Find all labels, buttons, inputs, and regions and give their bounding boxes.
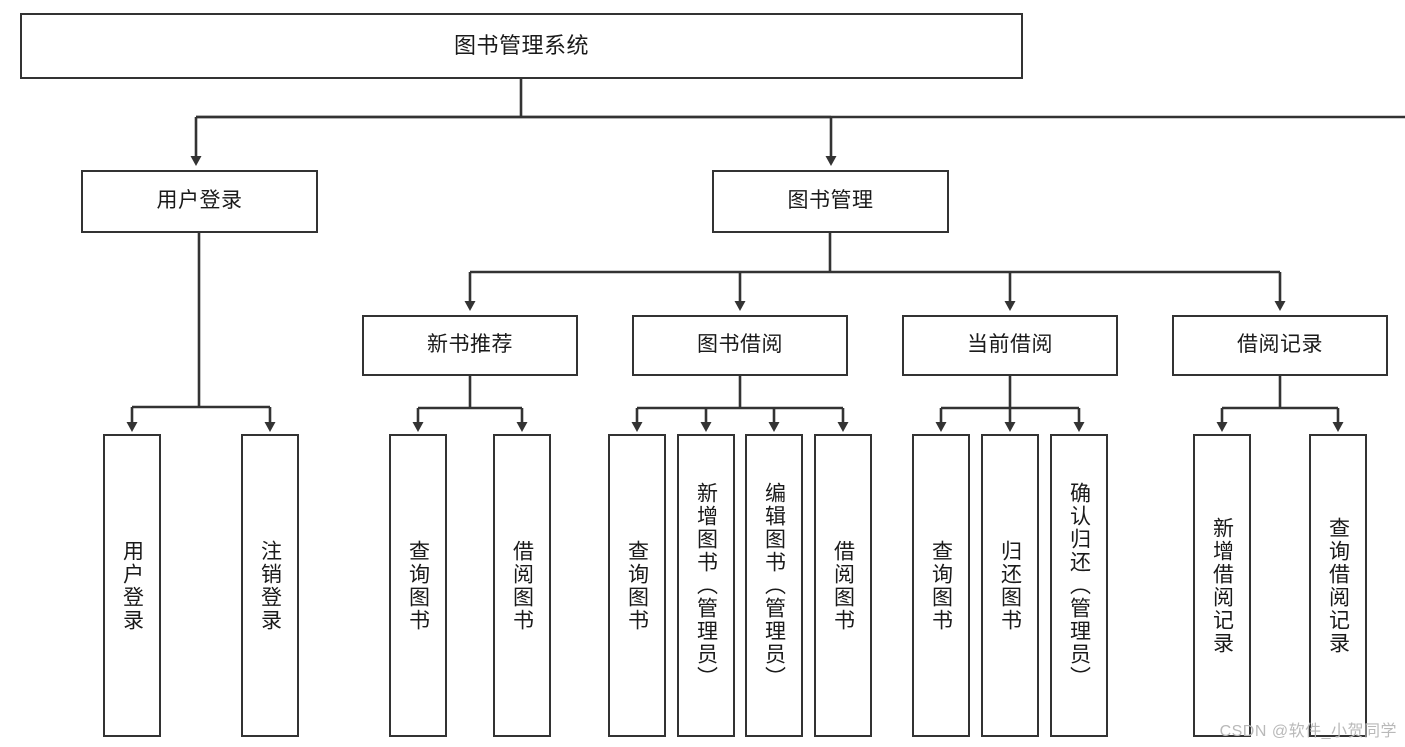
node-new-book-recommend[interactable]: 新书推荐 [362, 315, 578, 376]
node-user-login[interactable]: 用户登录 [81, 170, 318, 233]
node-label: 查询借阅记录 [1326, 516, 1350, 655]
leaf-query-borrow-record[interactable]: 查询借阅记录 [1309, 434, 1367, 737]
node-book-management[interactable]: 图书管理 [712, 170, 949, 233]
leaf-edit-book-admin[interactable]: 编辑图书（管理员） [745, 434, 803, 737]
node-label: 归还图书 [998, 539, 1022, 632]
node-label: 用户登录 [156, 189, 243, 213]
node-label: 新增借阅记录 [1210, 516, 1234, 655]
node-label: 注销登录 [258, 539, 282, 632]
node-label: 借阅记录 [1237, 333, 1323, 357]
node-book-borrow[interactable]: 图书借阅 [632, 315, 848, 376]
watermark-text: CSDN @软件_小贺同学 [1219, 723, 1397, 740]
leaf-add-book-admin[interactable]: 新增图书（管理员） [677, 434, 735, 737]
node-label: 编辑图书（管理员） [762, 482, 786, 689]
leaf-query-book-current[interactable]: 查询图书 [912, 434, 970, 737]
node-label: 确认归还（管理员） [1067, 482, 1091, 689]
leaf-confirm-return-admin[interactable]: 确认归还（管理员） [1050, 434, 1108, 737]
leaf-borrow-book[interactable]: 借阅图书 [814, 434, 872, 737]
node-borrow-record[interactable]: 借阅记录 [1172, 315, 1388, 376]
leaf-borrow-book-recommend[interactable]: 借阅图书 [493, 434, 551, 737]
node-label: 新增图书（管理员） [694, 482, 718, 689]
node-label: 图书借阅 [697, 333, 783, 357]
node-label: 当前借阅 [967, 333, 1053, 357]
node-label: 用户登录 [120, 539, 144, 632]
node-label: 查询图书 [625, 539, 649, 632]
leaf-query-book-borrow[interactable]: 查询图书 [608, 434, 666, 737]
node-label: 借阅图书 [510, 539, 534, 632]
node-root-library-system[interactable]: 图书管理系统 [20, 13, 1023, 79]
leaf-query-book-recommend[interactable]: 查询图书 [389, 434, 447, 737]
node-current-borrow[interactable]: 当前借阅 [902, 315, 1118, 376]
node-label: 查询图书 [929, 539, 953, 632]
leaf-return-book[interactable]: 归还图书 [981, 434, 1039, 737]
node-label: 新书推荐 [427, 333, 513, 357]
node-label: 图书管理系统 [453, 33, 589, 59]
leaf-add-borrow-record[interactable]: 新增借阅记录 [1193, 434, 1251, 737]
leaf-user-logout[interactable]: 注销登录 [241, 434, 299, 737]
node-label: 图书管理 [787, 189, 874, 213]
node-label: 查询图书 [406, 539, 430, 632]
leaf-user-login[interactable]: 用户登录 [103, 434, 161, 737]
node-label: 借阅图书 [831, 539, 855, 632]
